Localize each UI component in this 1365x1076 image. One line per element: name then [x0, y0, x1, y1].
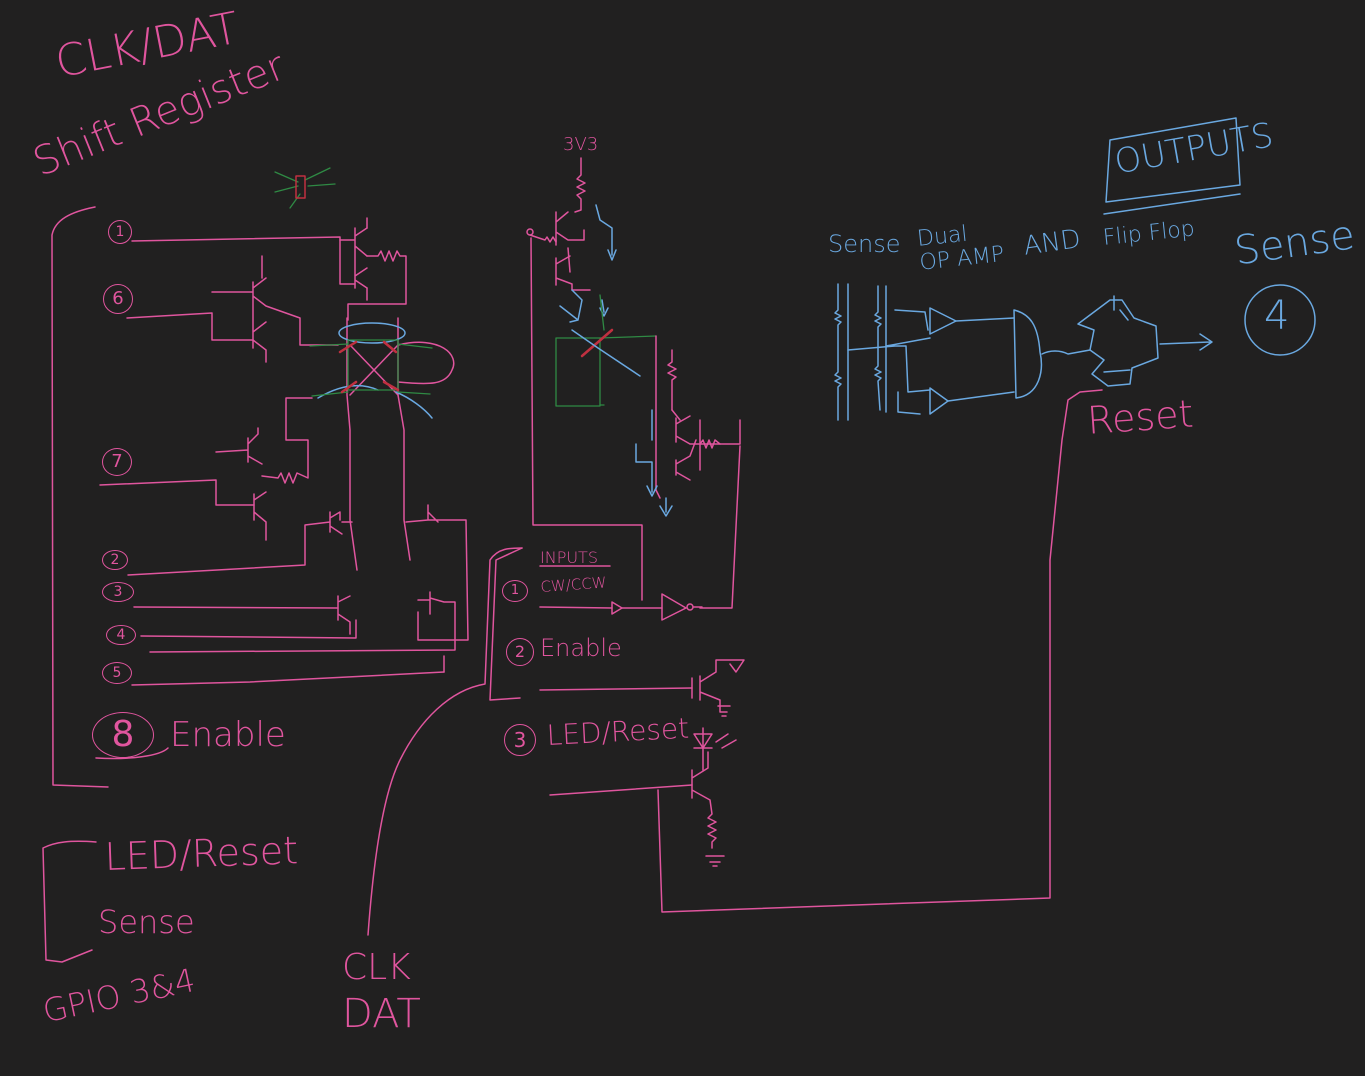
- dat-label: DAT: [342, 991, 421, 1037]
- stage-dual-opamp: Dual OP AMP: [915, 221, 1006, 276]
- pin-8: 8: [92, 712, 154, 758]
- lower-right-rail: [699, 445, 741, 609]
- input3-wire: [549, 784, 693, 796]
- h-bridge-left-rail: [346, 317, 358, 571]
- pin-4: 4: [106, 625, 136, 645]
- opamp-to-and: [947, 317, 1015, 402]
- h-bridge-coil: [397, 341, 455, 385]
- lower-resistor: [667, 349, 677, 411]
- wire-pin2: [127, 521, 331, 576]
- input3-num: 3: [504, 724, 536, 756]
- input2-label: Enable: [540, 634, 622, 662]
- input1-label: CW/CCW: [539, 573, 608, 596]
- lower-resistor-2: [699, 439, 721, 449]
- resistor-r7: [261, 397, 313, 484]
- pin-7: 7: [102, 448, 132, 476]
- h-bridge-cross-b: [349, 344, 399, 396]
- led-top-rays: [274, 167, 336, 209]
- outputs-underline: [1103, 193, 1241, 215]
- opamp-bottom: [929, 387, 949, 415]
- wire-pin5: [131, 671, 445, 686]
- supply-label: 3V3: [563, 134, 599, 155]
- sensor-red-bar: [580, 328, 614, 358]
- input1-buffer: [611, 601, 623, 615]
- input1-inverter: [661, 593, 687, 621]
- opamp-top: [929, 307, 957, 335]
- wire-pin3: [133, 606, 339, 609]
- input1-inverter-bubble: [686, 603, 694, 611]
- transistor-q-right-top: [405, 504, 469, 641]
- flipflop: [1077, 295, 1159, 387]
- clk-label: CLK: [342, 947, 411, 988]
- bottom-bracket: [42, 840, 97, 963]
- input2-num: 2: [506, 638, 534, 666]
- wire-pin4: [140, 619, 357, 639]
- sense-to-opamp: [847, 309, 931, 415]
- reset-loop-wire: [657, 389, 1103, 913]
- transistor-lower: [671, 409, 741, 481]
- input2-wire: [539, 687, 693, 691]
- h-bridge-loop-top: [338, 322, 406, 344]
- transistor-q7: [215, 427, 267, 541]
- flipflop-output: [1159, 333, 1213, 351]
- bottom-group-line2: Sense: [98, 903, 195, 941]
- stage-and: AND: [1021, 224, 1083, 262]
- wire-pin6: [126, 312, 254, 341]
- upper-input-node: [526, 228, 534, 236]
- supply-resistor: [574, 157, 586, 213]
- wire-pin7: [99, 479, 255, 506]
- resistor-r1: [347, 250, 407, 321]
- shift-register-bracket: [51, 206, 109, 788]
- pin-1: 1: [108, 220, 132, 244]
- and-gate: [1013, 309, 1043, 399]
- middle-left-rail: [530, 237, 643, 601]
- wire-pin1: [131, 236, 356, 285]
- middle-right-rail: [655, 335, 661, 499]
- lower-sense-arrows: [635, 409, 673, 517]
- sense-rails: [834, 283, 887, 421]
- and-to-flipflop: [1041, 349, 1091, 355]
- inputs-heading: INPUTS: [540, 548, 598, 567]
- transistor-q6: [211, 255, 339, 363]
- upper-sense-arrows: [559, 204, 617, 323]
- input1-wire: [539, 606, 613, 609]
- transistor-q3: [337, 595, 351, 635]
- inputs-bracket: [489, 547, 523, 701]
- outputs-box: [1105, 117, 1241, 203]
- input2-fet: [691, 659, 745, 717]
- sense-4-num: 4: [1264, 293, 1290, 339]
- transistor-upper: [555, 211, 591, 291]
- input3-transistor: [691, 751, 725, 867]
- h-bridge-green-leads: [309, 343, 433, 397]
- transistor-q2: [329, 511, 353, 535]
- transistor-q1: [339, 227, 368, 289]
- led-top-body: [295, 175, 306, 199]
- led-reset-diode-bar: [693, 727, 737, 771]
- pin-3: 3: [102, 582, 134, 602]
- h-bridge-green-box: [347, 339, 399, 391]
- input3-label: LED/Reset: [545, 711, 690, 752]
- sensor-green-box: [555, 337, 601, 407]
- sensor-blue-diag: [571, 329, 641, 377]
- pin-2: 2: [102, 550, 128, 570]
- pin8-underline: [95, 747, 169, 760]
- sense-4-circle: [1244, 284, 1316, 356]
- bottom-group-line1: LED/Reset: [103, 828, 299, 879]
- sensor-green-leads: [599, 294, 657, 406]
- transistor-q-right-bottom: [149, 591, 456, 653]
- h-bridge-red-marks: [338, 340, 400, 394]
- pin-6: 6: [103, 284, 133, 314]
- pin-5: 5: [102, 662, 132, 684]
- reset-label: Reset: [1085, 391, 1195, 443]
- stage-sense: Sense: [828, 230, 901, 258]
- h-bridge-right-rail: [397, 317, 411, 561]
- pin8-label: Enable: [170, 715, 286, 755]
- input1-num: 1: [502, 580, 528, 602]
- clk-dat-wire: [367, 547, 523, 936]
- upper-input: [529, 234, 557, 243]
